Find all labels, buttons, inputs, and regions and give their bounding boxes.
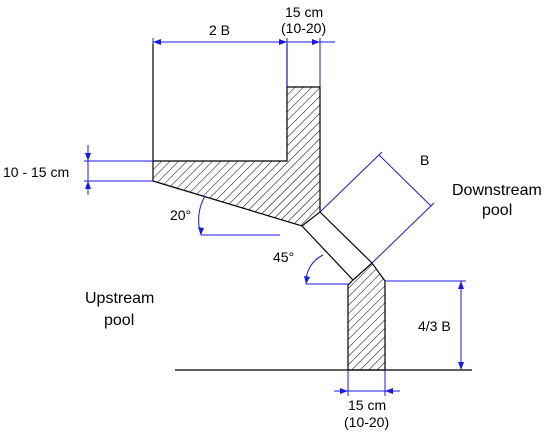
dimension-2b — [152, 38, 288, 45]
label-angle-45: 45° — [273, 249, 294, 265]
label-right-height: 4/3 B — [418, 318, 451, 334]
upper-box-outline — [152, 44, 288, 161]
dimension-b-diagonal — [319, 151, 435, 264]
label-angle-20: 20° — [170, 207, 191, 223]
label-diag-width: B — [420, 152, 429, 168]
dimension-left-offset — [84, 145, 153, 195]
label-upstream-2: pool — [104, 312, 134, 329]
label-upstream-1: Upstream — [85, 290, 154, 307]
label-bottom-thickness-1: 15 cm — [348, 397, 386, 413]
angle-20-marker — [198, 195, 280, 236]
label-downstream-1: Downstream — [452, 182, 542, 199]
label-left-offset: 10 - 15 cm — [3, 164, 69, 180]
dimension-top-thickness — [286, 38, 335, 87]
angle-45-marker — [304, 254, 350, 285]
label-bottom-thickness-2: (10-20) — [344, 414, 389, 430]
dimension-bottom-thickness — [334, 370, 400, 396]
dimension-right-height — [385, 280, 466, 370]
lower-hatched-wall — [347, 262, 386, 371]
label-top-width: 2 B — [209, 22, 230, 38]
label-top-thickness-1: 15 cm — [285, 4, 323, 20]
diagonal-channel-outline — [301, 211, 373, 281]
upper-hatched-wall — [152, 86, 321, 227]
label-downstream-2: pool — [482, 202, 512, 219]
label-top-thickness-2: (10-20) — [281, 20, 326, 36]
